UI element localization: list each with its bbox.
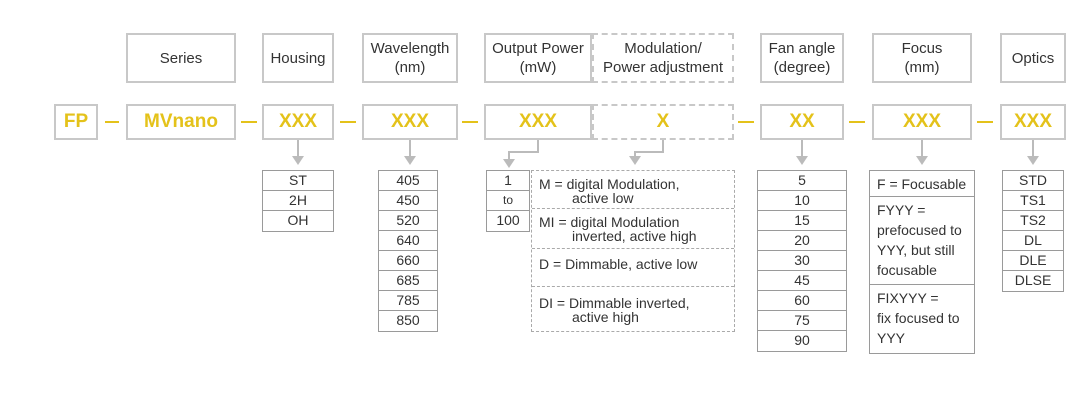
arrow-down-icon <box>1027 156 1039 165</box>
option-cell: 850 <box>396 312 420 328</box>
modulation-options: M = digital Modulation, active low MI = … <box>531 170 735 332</box>
option-cell: 45 <box>758 271 846 291</box>
modulation-option: M = digital Modulation, active low <box>532 171 734 209</box>
option-cell: 405 <box>379 171 437 191</box>
option-cell: 520 <box>379 211 437 231</box>
code-series: MVnano <box>126 104 236 140</box>
option-cell: DL <box>1003 231 1063 251</box>
option-cell: 75 <box>758 311 846 331</box>
connector-line <box>1032 140 1034 156</box>
header-fan-angle: Fan angle(degree) <box>760 33 844 83</box>
code-focus: XXX <box>872 104 972 140</box>
arrow-down-icon <box>292 156 304 165</box>
option-cell: 20 <box>758 231 846 251</box>
connector-line <box>801 140 803 156</box>
code-optics: XXX <box>1000 104 1066 140</box>
housing-options: ST 2H OH <box>262 170 334 232</box>
wavelength-options: 405 450 520 640 660 685 785 850 <box>378 170 438 332</box>
header-wavelength: Wavelength(nm) <box>362 33 458 83</box>
option-cell: 1 <box>487 171 529 191</box>
separator-dash <box>340 121 356 123</box>
code-fan-angle: XX <box>760 104 844 140</box>
option-cell: 660 <box>379 251 437 271</box>
option-cell: DLE <box>1003 251 1063 271</box>
option-cell: 685 <box>379 271 437 291</box>
focus-option: F = Focusable <box>870 171 974 197</box>
option-cell: to <box>487 191 529 211</box>
connector-line <box>508 151 539 153</box>
option-cell: TS2 <box>1003 211 1063 231</box>
option-cell: 10 <box>758 191 846 211</box>
option-cell: ST <box>263 171 333 191</box>
header-output-power: Output Power(mW) <box>484 33 592 83</box>
option-cell: 30 <box>758 251 846 271</box>
connector-line <box>662 140 664 152</box>
header-optics: Optics <box>1000 33 1066 83</box>
header-series: Series <box>126 33 236 83</box>
separator-dash <box>105 121 119 123</box>
fan-angle-options: 5 10 15 20 30 45 60 75 90 <box>757 170 847 352</box>
option-cell: 5 <box>758 171 846 191</box>
option-cell: 60 <box>758 291 846 311</box>
code-housing: XXX <box>262 104 334 140</box>
connector-line <box>537 140 539 152</box>
separator-dash <box>462 121 478 123</box>
connector-line <box>634 151 664 153</box>
arrow-down-icon <box>796 156 808 165</box>
header-housing: Housing <box>262 33 334 83</box>
arrow-down-icon <box>503 159 515 168</box>
arrow-down-icon <box>629 156 641 165</box>
separator-dash <box>849 121 865 123</box>
optics-options: STD TS1 TS2 DL DLE DLSE <box>1002 170 1064 292</box>
modulation-option: D = Dimmable, active low <box>532 249 734 287</box>
connector-line <box>921 140 923 156</box>
modulation-option: MI = digital Modulation inverted, active… <box>532 209 734 249</box>
focus-option: FYYY = prefocused to YYY, but still focu… <box>870 197 974 285</box>
code-wavelength: XXX <box>362 104 458 140</box>
header-focus: Focus(mm) <box>872 33 972 83</box>
connector-line <box>409 140 411 156</box>
option-cell: 450 <box>379 191 437 211</box>
option-cell: 90 <box>794 332 810 348</box>
code-output-power: XXX <box>484 104 592 140</box>
option-cell: OH <box>287 212 309 228</box>
focus-options: F = Focusable FYYY = prefocused to YYY, … <box>869 170 975 354</box>
option-cell: 640 <box>379 231 437 251</box>
header-modulation: Modulation/Power adjustment <box>592 33 734 83</box>
output-power-options: 1 to 100 <box>486 170 530 232</box>
connector-line <box>508 151 510 159</box>
option-cell: DLSE <box>1014 272 1052 288</box>
connector-line <box>297 140 299 156</box>
option-cell: 100 <box>496 212 520 228</box>
separator-dash <box>738 121 754 123</box>
modulation-option: DI = Dimmable inverted, active high <box>539 295 690 325</box>
code-modulation: X <box>592 104 734 140</box>
focus-option: FIXYYY = fix focused to YYY <box>877 290 960 346</box>
option-cell: TS1 <box>1003 191 1063 211</box>
code-prefix: FP <box>54 104 98 140</box>
connector-line <box>634 151 636 157</box>
separator-dash <box>977 121 993 123</box>
option-cell: 2H <box>263 191 333 211</box>
separator-dash <box>241 121 257 123</box>
option-cell: STD <box>1003 171 1063 191</box>
arrow-down-icon <box>916 156 928 165</box>
option-cell: 15 <box>758 211 846 231</box>
option-cell: 785 <box>379 291 437 311</box>
arrow-down-icon <box>404 156 416 165</box>
